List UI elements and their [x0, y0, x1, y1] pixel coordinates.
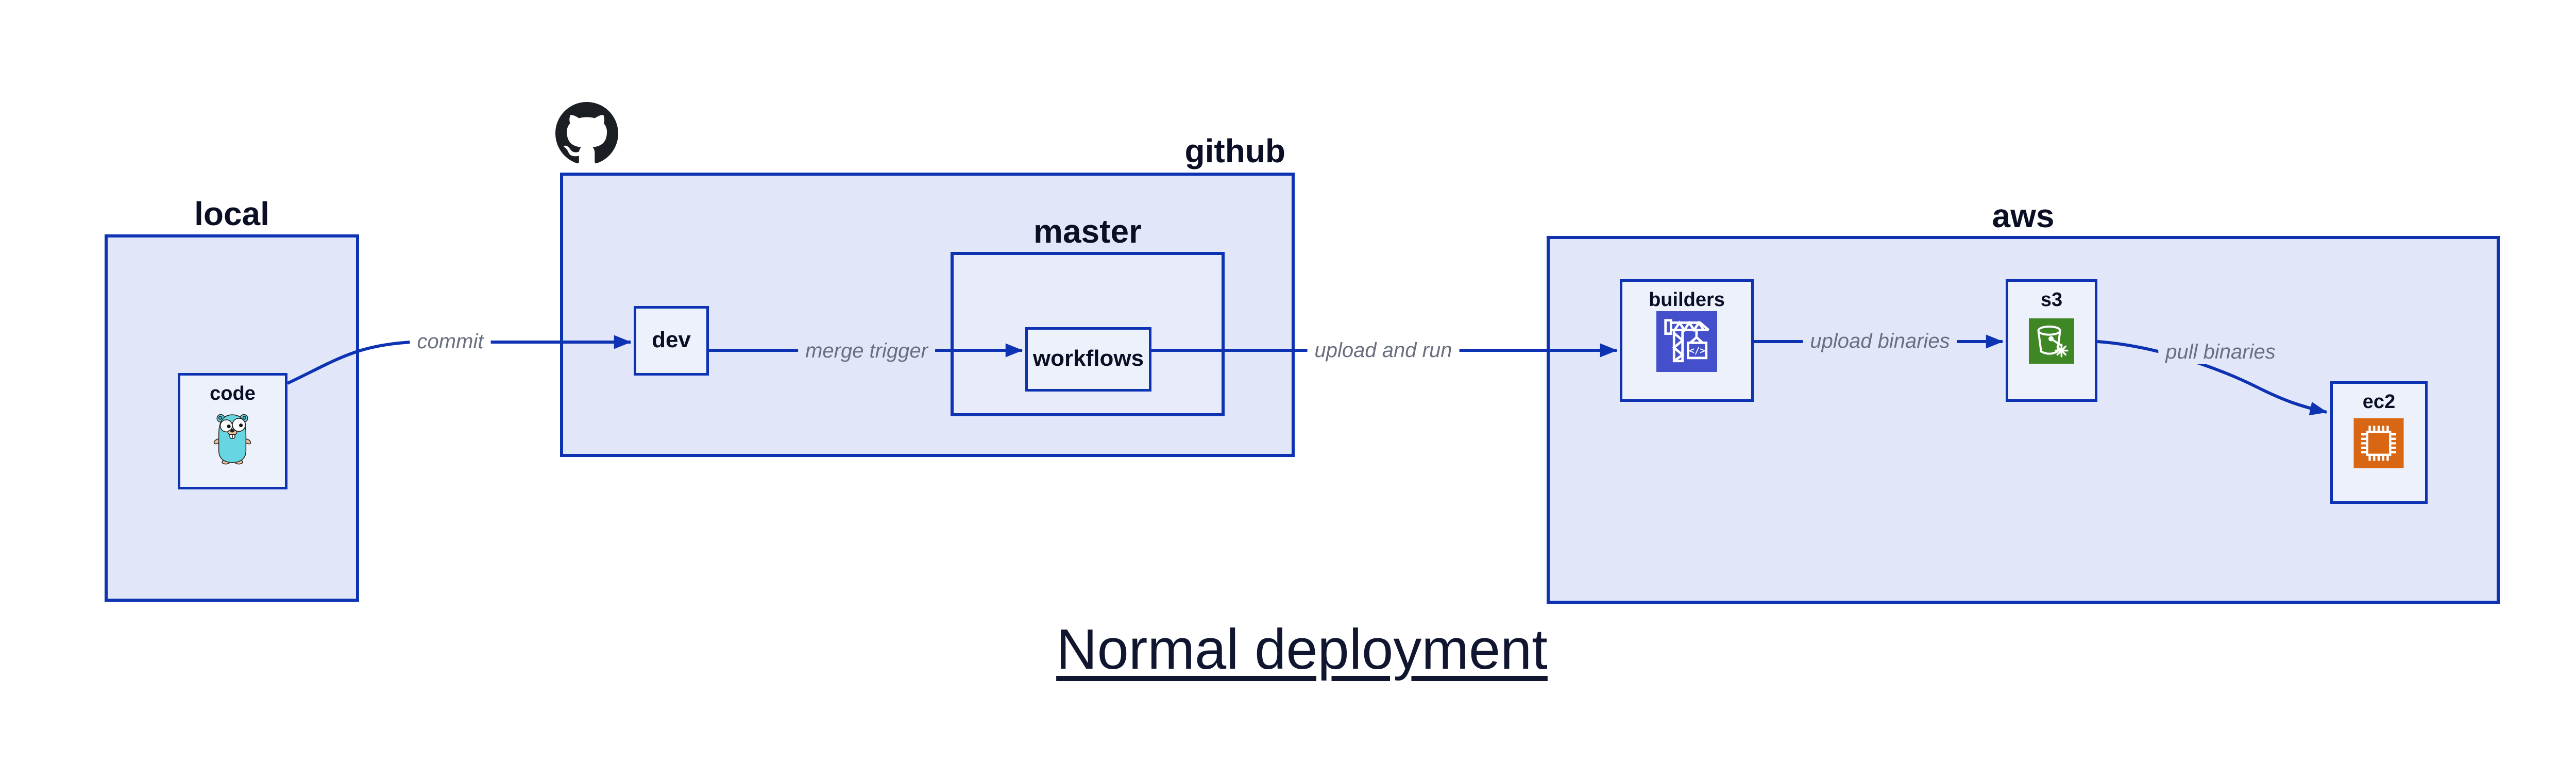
edge-merge-trigger-label: merge trigger	[798, 338, 935, 363]
container-aws-label: aws	[1992, 197, 2055, 234]
node-s3-label: s3	[2040, 289, 2063, 311]
codebuild-crane-icon: </>	[1656, 311, 1718, 372]
node-dev: dev	[634, 306, 709, 376]
edge-upload-binaries-label: upload binaries	[1803, 329, 1957, 353]
diagram-title: Normal deployment	[1056, 618, 1548, 681]
s3-bucket-icon	[2028, 318, 2075, 364]
github-logo-icon	[555, 101, 618, 165]
go-gopher-icon	[212, 412, 252, 465]
edge-commit-label: commit	[410, 329, 491, 354]
container-local-label: local	[194, 195, 269, 232]
edge-pull-binaries-label: pull binaries	[2158, 339, 2283, 364]
node-builders-label: builders	[1649, 289, 1725, 311]
node-ec2-label: ec2	[2362, 391, 2396, 413]
container-github-label: github	[1184, 132, 1285, 169]
node-workflows-label: workflows	[1032, 345, 1144, 371]
node-dev-label: dev	[652, 327, 691, 352]
node-code-label: code	[210, 383, 256, 404]
svg-text:</>: </>	[1689, 346, 1705, 356]
ec2-chip-icon	[2353, 418, 2404, 468]
container-master-label: master	[1033, 213, 1142, 250]
edge-upload-and-run-label: upload and run	[1307, 338, 1460, 363]
node-workflows: workflows	[1025, 327, 1151, 392]
